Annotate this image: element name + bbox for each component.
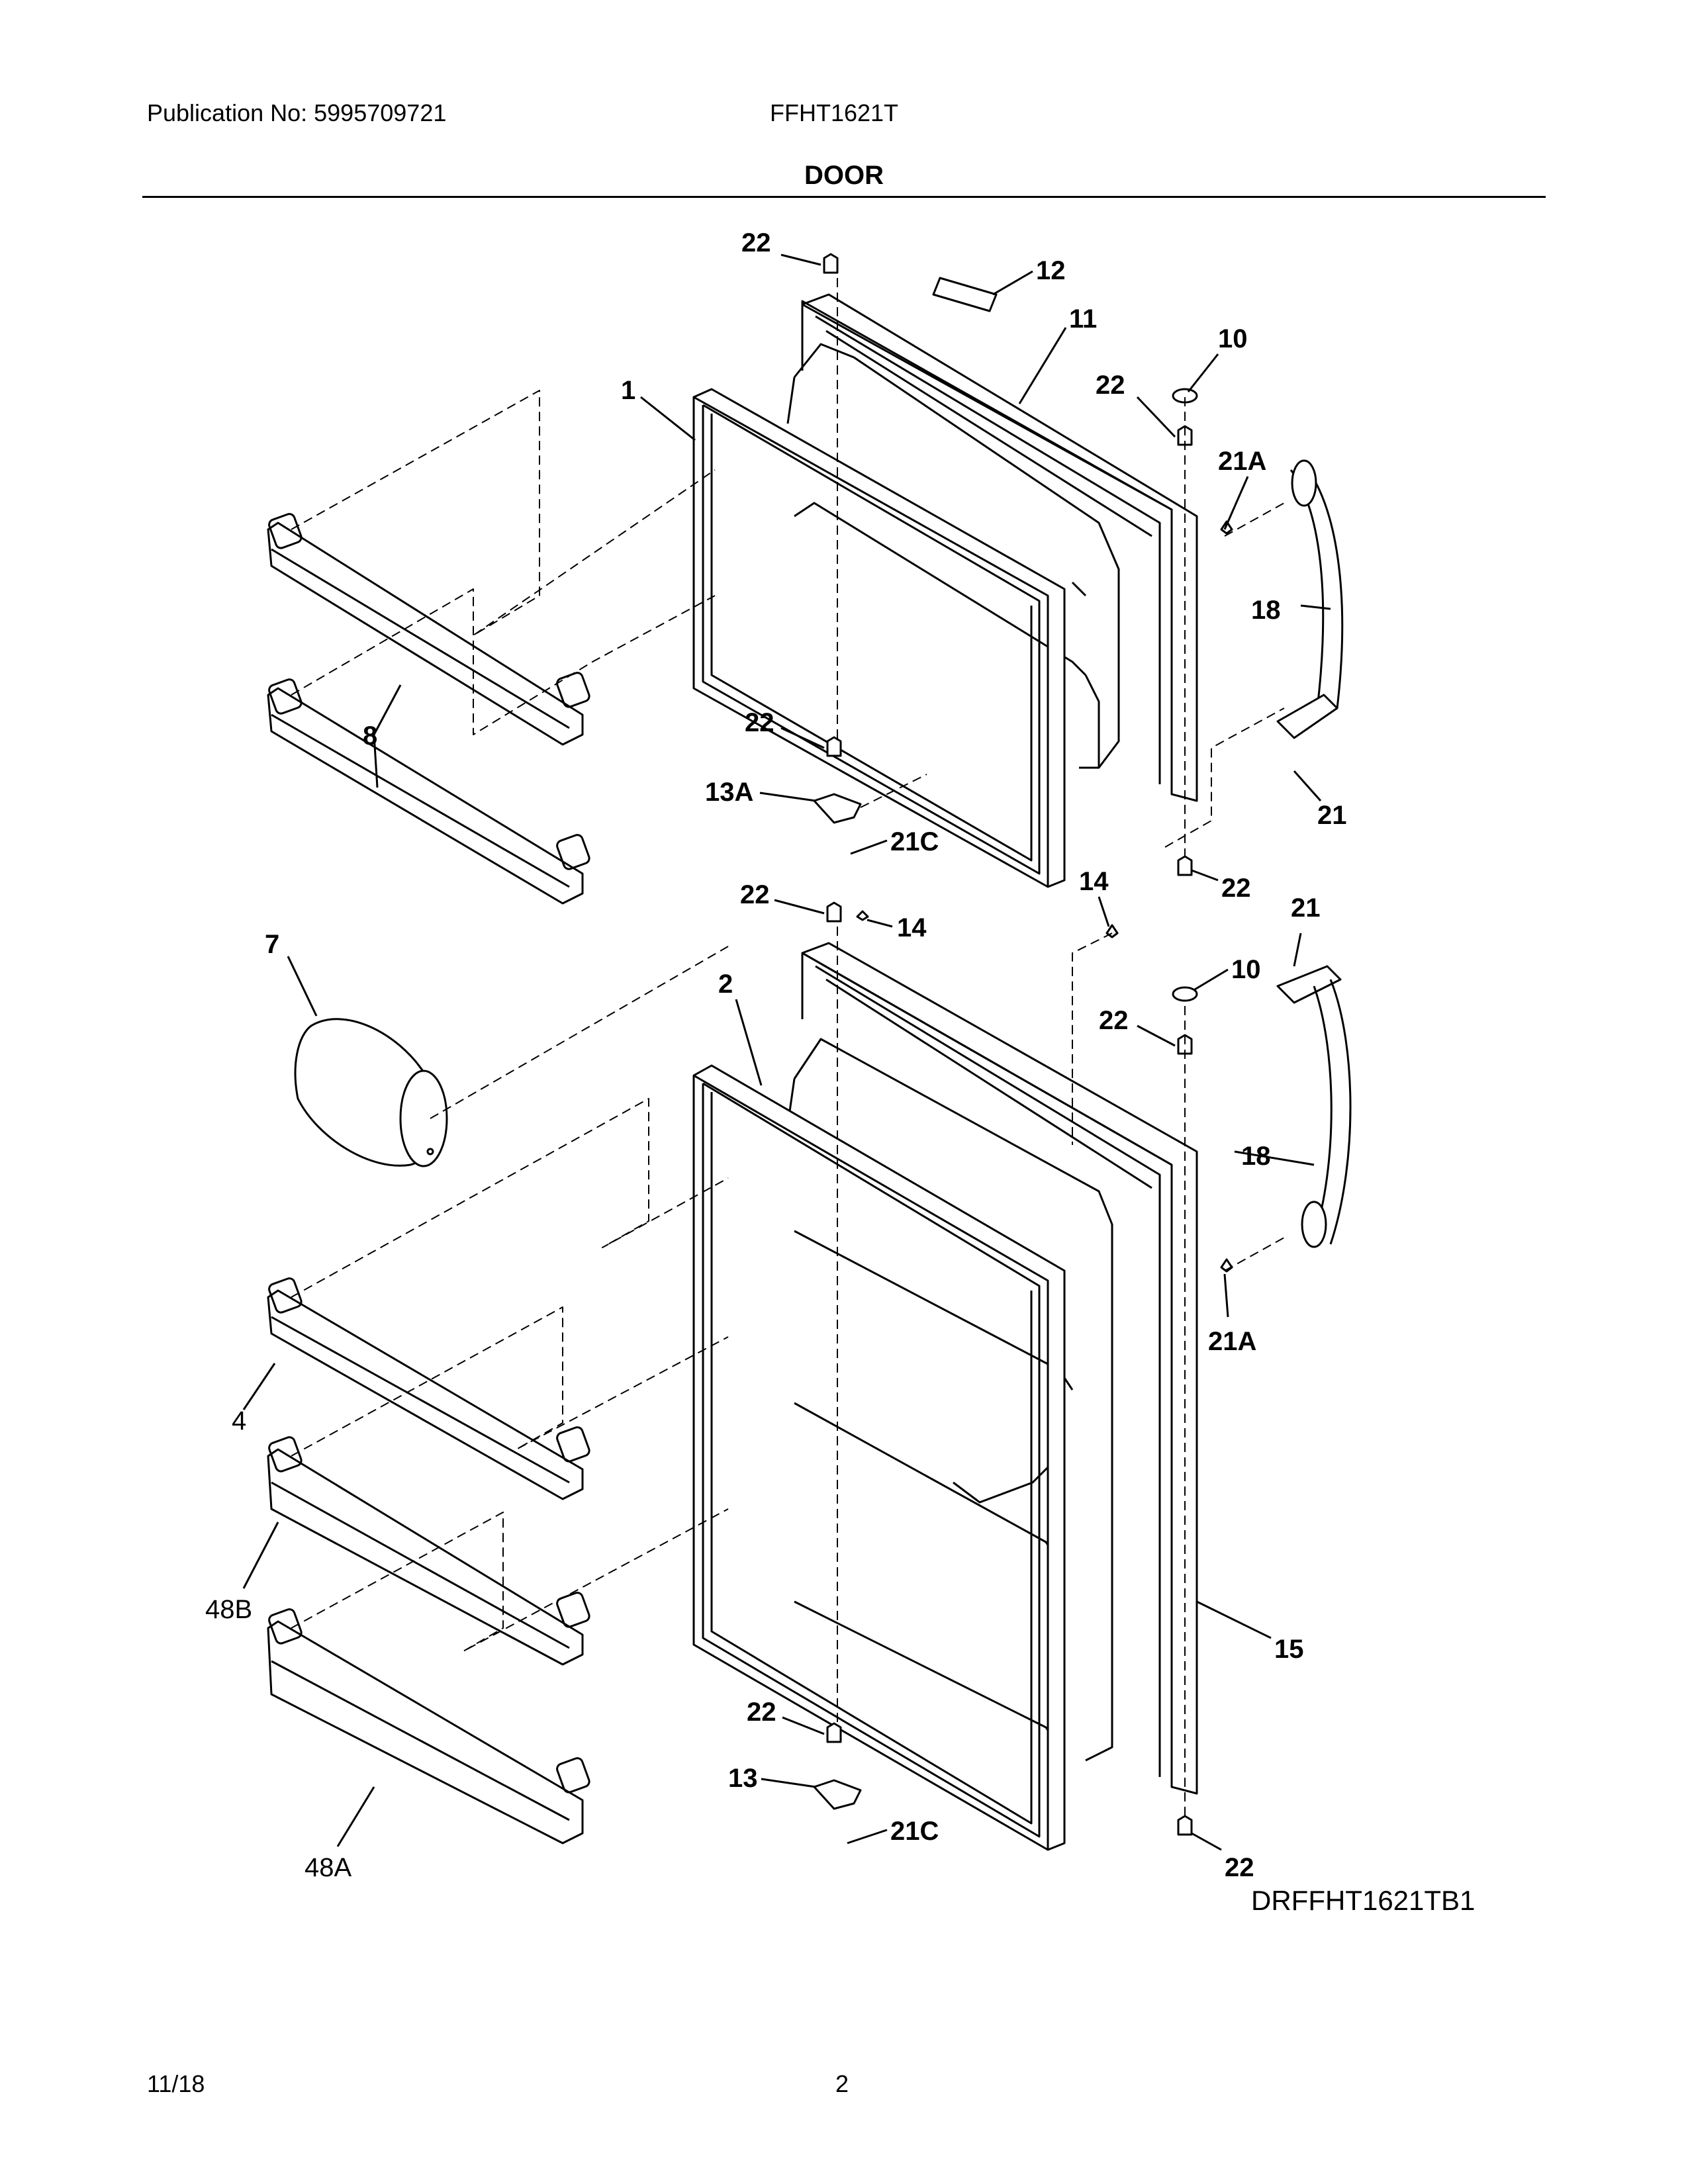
callout-21c: 21C <box>890 827 939 856</box>
freezer-door-outer-panel <box>801 293 1198 802</box>
callout-21a: 21A <box>1218 447 1266 476</box>
callout-48b: 48B <box>205 1595 252 1624</box>
leader-lines <box>242 253 1331 1851</box>
callout-22: 22 <box>1096 371 1125 400</box>
page-number: 2 <box>835 2070 849 2097</box>
callout-labels: 22 12 11 10 22 21A 1 18 8 22 13A 21C 21 … <box>205 228 1347 1882</box>
callout-15: 15 <box>1274 1635 1304 1664</box>
callout-22: 22 <box>740 880 770 909</box>
freezer-shelf-upper <box>267 513 590 746</box>
door-bin-48a <box>267 1608 590 1844</box>
door-nameplate <box>932 277 998 312</box>
callout-14: 14 <box>897 913 927 942</box>
callout-21: 21 <box>1291 893 1321 923</box>
callout-22: 22 <box>741 228 771 257</box>
callout-12: 12 <box>1036 256 1066 285</box>
callout-22: 22 <box>745 708 774 737</box>
freezer-shelf-lower <box>267 678 590 905</box>
fresh-food-handle <box>1276 965 1352 1248</box>
callout-21: 21 <box>1317 801 1347 830</box>
callout-1: 1 <box>621 376 635 405</box>
callout-22: 22 <box>747 1698 776 1727</box>
callout-4: 4 <box>232 1406 246 1435</box>
section-title: DOOR <box>804 161 884 190</box>
callout-13: 13 <box>728 1764 758 1793</box>
alignment-lines <box>291 278 1285 1820</box>
callout-14: 14 <box>1079 867 1109 896</box>
fresh-food-door-outer-panel <box>801 942 1198 1795</box>
callout-21c: 21C <box>890 1817 939 1846</box>
callout-48a: 48A <box>305 1853 352 1882</box>
revision-date: 11/18 <box>147 2070 205 2097</box>
publication-number: Publication No: 5995709721 <box>147 99 447 126</box>
callout-10: 10 <box>1218 324 1248 353</box>
freezer-gasket <box>692 388 1066 888</box>
callout-18: 18 <box>1241 1142 1271 1171</box>
dairy-bin <box>294 1018 448 1167</box>
callout-13a: 13A <box>705 778 753 807</box>
callout-18: 18 <box>1251 596 1281 625</box>
hinge-caps <box>1172 388 1198 1002</box>
handle-screws <box>856 520 1233 1273</box>
callout-22: 22 <box>1225 1853 1254 1882</box>
hinge-pin-bushings <box>823 253 1193 1836</box>
callout-10: 10 <box>1231 955 1261 984</box>
callout-8: 8 <box>363 721 377 751</box>
callout-22: 22 <box>1099 1006 1129 1035</box>
callout-2: 2 <box>718 970 733 999</box>
hinge-brackets <box>813 793 862 1810</box>
callout-21a: 21A <box>1208 1327 1256 1356</box>
door-shelf-4 <box>267 1277 590 1500</box>
freezer-door-liner <box>786 343 1120 769</box>
callout-7: 7 <box>265 930 279 959</box>
model-number: FFHT1621T <box>770 99 899 126</box>
freezer-handle <box>1276 459 1344 739</box>
header-rule <box>142 196 1546 198</box>
fresh-food-gasket <box>692 1064 1066 1851</box>
callout-11: 11 <box>1069 304 1097 334</box>
drawing-code: DRFFHT1621TB1 <box>1251 1885 1476 1916</box>
callout-22: 22 <box>1221 874 1251 903</box>
